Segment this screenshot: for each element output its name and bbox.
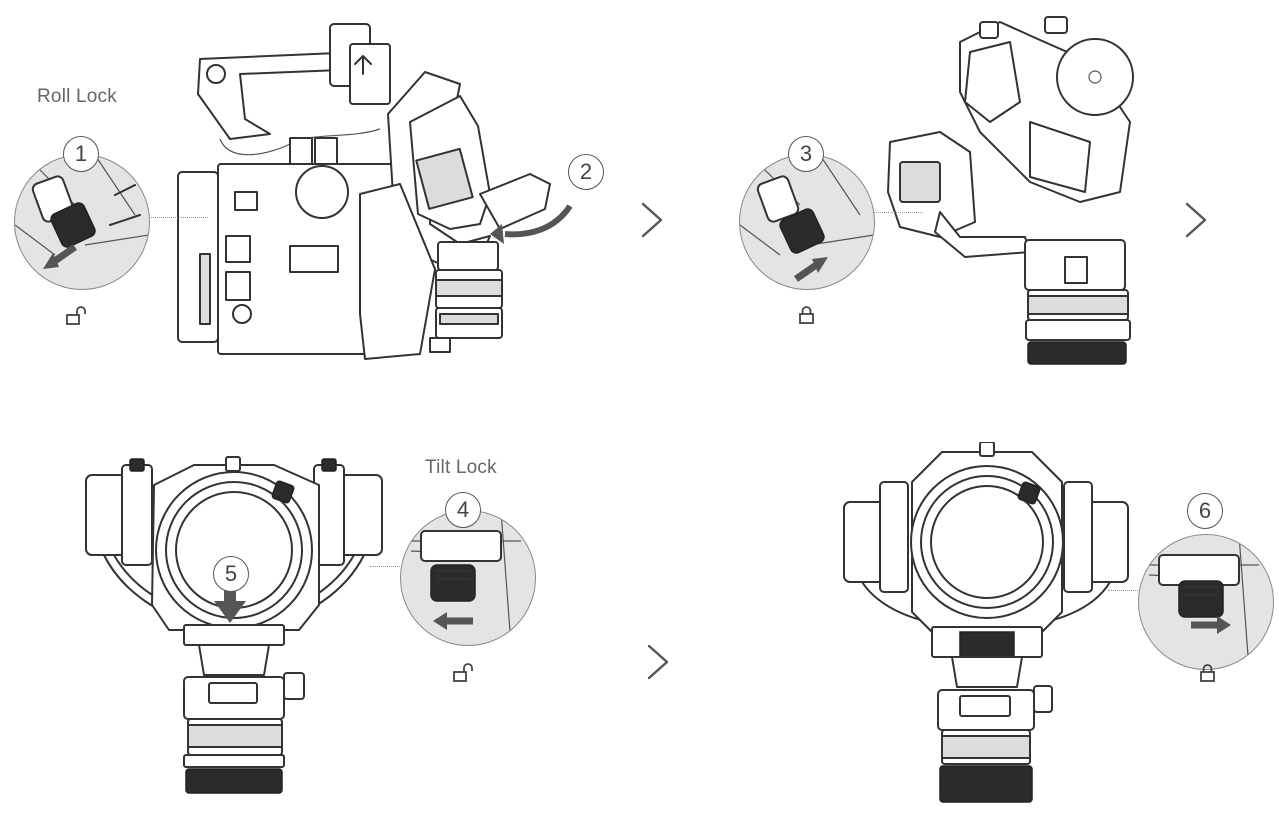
lock-icon (799, 306, 814, 324)
gimbal-front-view-illustration (85, 456, 383, 794)
lock-icon (1200, 664, 1215, 682)
gimbal-front-locked-illustration (843, 442, 1129, 803)
tilt-lock-locked-detail-circle (1138, 534, 1274, 670)
step-6-marker: 6 (1187, 493, 1223, 529)
roll-lock-detail-circle (14, 154, 150, 290)
step-3-marker: 3 (788, 136, 824, 172)
step-5-marker: 5 (213, 556, 249, 592)
leader-line (1108, 590, 1142, 591)
step-4-marker: 4 (445, 492, 481, 528)
roll-lock-label: Roll Lock (37, 86, 117, 107)
chevron-right-icon (647, 644, 669, 680)
chevron-right-icon (641, 202, 663, 238)
gimbal-side-view-illustration (177, 23, 573, 360)
leader-line (873, 212, 923, 213)
unlock-icon (453, 663, 473, 682)
step-2-marker: 2 (568, 154, 604, 190)
roll-lock-locked-detail-circle (739, 154, 875, 290)
tilt-lock-label: Tilt Lock (425, 457, 497, 478)
leader-line (370, 566, 402, 567)
tilt-lock-detail-circle (400, 510, 536, 646)
chevron-right-icon (1185, 202, 1207, 238)
step-1-marker: 1 (63, 136, 99, 172)
gimbal-rotated-illustration (887, 16, 1134, 365)
leader-line (148, 217, 208, 218)
unlock-icon (66, 306, 86, 325)
